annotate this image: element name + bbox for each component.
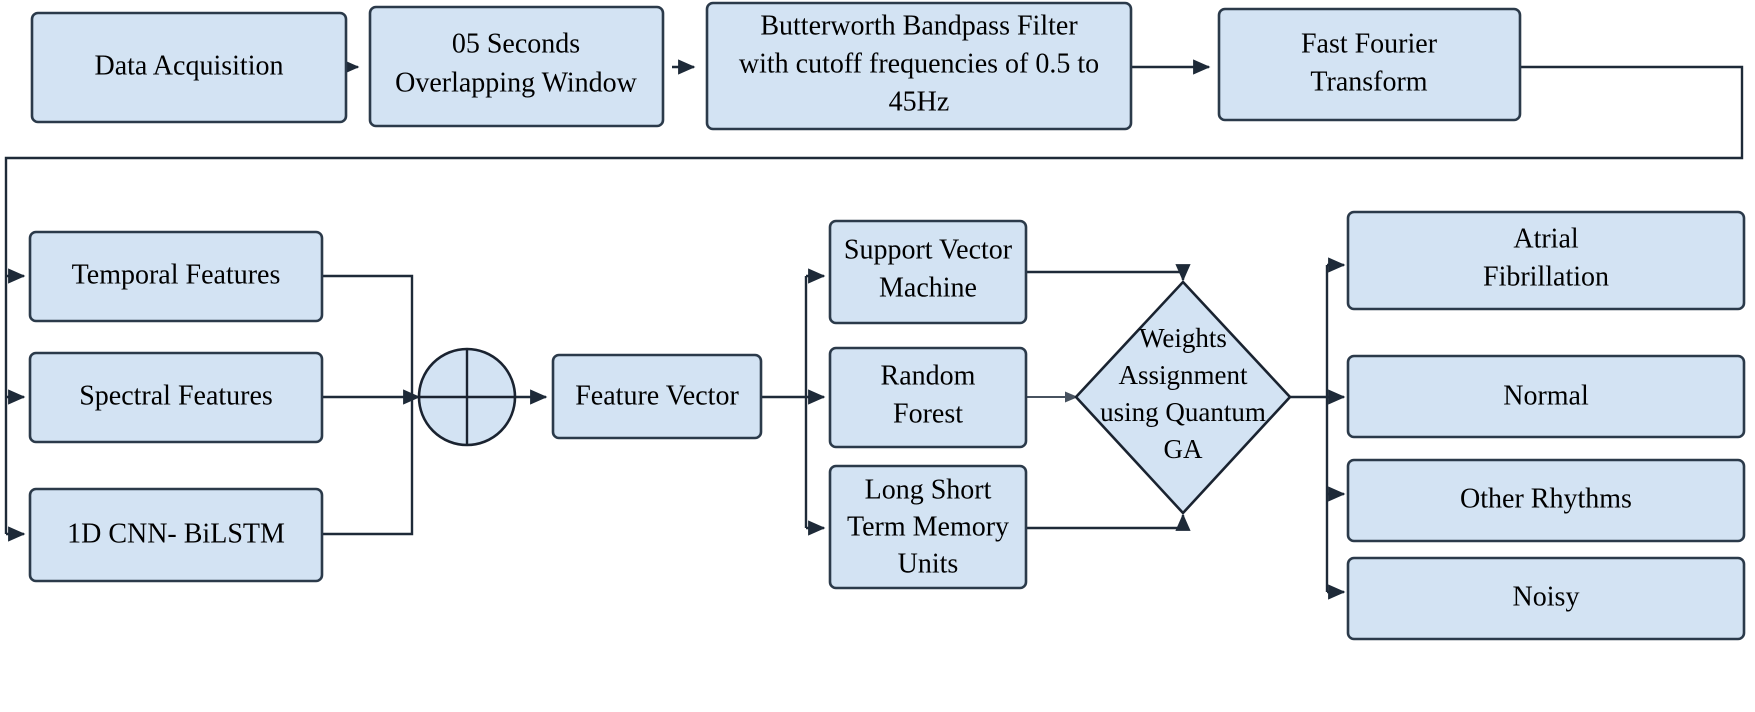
node-butterworth-filter-line2: with cutoff frequencies of 0.5 to (739, 48, 1099, 79)
node-overlapping-window[interactable]: 05 Seconds Overlapping Window (368, 5, 665, 128)
node-lstm-line2: Term Memory (847, 511, 1009, 542)
node-normal-label: Normal (1503, 380, 1589, 411)
node-random-forest[interactable]: Random Forest (828, 346, 1028, 449)
node-fusion-line1: Weights (1139, 323, 1227, 353)
connector-lstm-to-fusion (1026, 513, 1191, 531)
node-output-other-rhythms[interactable]: Other Rhythms (1346, 458, 1746, 543)
node-data-acquisition[interactable]: Data Acquisition (30, 11, 348, 124)
node-output-noisy[interactable]: Noisy (1346, 556, 1746, 641)
node-random-forest-line2: Forest (893, 398, 963, 429)
node-spectral-features[interactable]: Spectral Features (28, 351, 324, 444)
node-other-rhythms-label: Other Rhythms (1460, 483, 1632, 514)
node-output-atrial-fibrillation[interactable]: Atrial Fibrillation (1346, 210, 1746, 311)
node-butterworth-filter-line3: 45Hz (889, 86, 950, 117)
connector-svm-to-fusion (1026, 264, 1191, 282)
node-output-normal[interactable]: Normal (1346, 354, 1746, 439)
summation-junction[interactable] (417, 347, 517, 447)
node-overlapping-window-line1: 05 Seconds (452, 28, 580, 59)
node-fusion-line2: Assignment (1118, 360, 1248, 390)
node-overlapping-window-line2: Overlapping Window (395, 67, 638, 98)
node-butterworth-filter[interactable]: Butterworth Bandpass Filter with cutoff … (705, 1, 1133, 131)
connector-cnn-merge (322, 397, 414, 536)
node-feature-vector-label: Feature Vector (575, 380, 739, 411)
node-temporal-features-label: Temporal Features (72, 259, 281, 290)
node-spectral-features-label: Spectral Features (79, 380, 273, 411)
node-lstm-line3: Units (898, 548, 959, 579)
node-fft-line1: Fast Fourier (1301, 28, 1438, 59)
node-data-acquisition-label: Data Acquisition (95, 50, 284, 81)
connector-fft-wraparound (4, 65, 1744, 534)
node-fusion-line4: GA (1164, 434, 1203, 464)
node-lstm-units[interactable]: Long Short Term Memory Units (828, 464, 1028, 590)
node-afib-line1: Atrial (1513, 223, 1579, 254)
node-fast-fourier-transform[interactable]: Fast Fourier Transform (1217, 7, 1522, 122)
node-svm-line1: Support Vector (844, 234, 1013, 265)
node-svm-line2: Machine (879, 272, 977, 303)
node-cnn-bilstm-label: 1D CNN- BiLSTM (67, 518, 285, 549)
connector-temporal-merge (322, 274, 414, 397)
node-butterworth-filter-line1: Butterworth Bandpass Filter (760, 10, 1078, 41)
node-lstm-line1: Long Short (865, 474, 992, 505)
node-fft-line2: Transform (1310, 66, 1427, 97)
node-feature-vector[interactable]: Feature Vector (551, 353, 763, 440)
node-random-forest-line1: Random (881, 360, 976, 391)
node-fusion-line3: using Quantum (1100, 397, 1266, 427)
node-noisy-label: Noisy (1513, 581, 1580, 612)
node-support-vector-machine[interactable]: Support Vector Machine (828, 219, 1028, 325)
node-afib-line2: Fibrillation (1483, 261, 1609, 292)
node-cnn-bilstm[interactable]: 1D CNN- BiLSTM (28, 487, 324, 583)
node-weights-assignment-quantum-ga[interactable]: Weights Assignment using Quantum GA (1074, 280, 1292, 515)
node-temporal-features[interactable]: Temporal Features (28, 230, 324, 323)
